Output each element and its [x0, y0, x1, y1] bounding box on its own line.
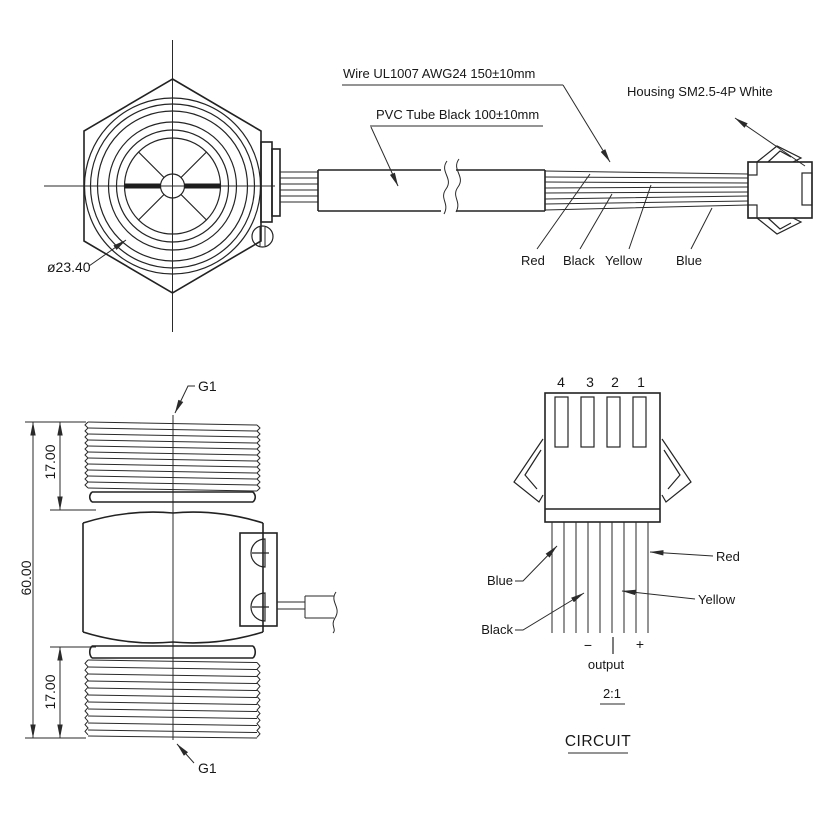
cable-gland-block	[251, 141, 318, 248]
bottom-thread-length-label: 17.00	[42, 674, 58, 709]
screw-bottom	[250, 592, 269, 622]
wire-color-callouts: Red Black Yellow Blue	[521, 173, 713, 268]
yellow-leader	[621, 589, 696, 600]
screw-head	[251, 225, 274, 248]
impeller-spokes	[124, 138, 221, 234]
g1-bottom-leader	[176, 743, 195, 764]
red-leader	[649, 550, 714, 557]
connector-front	[513, 392, 692, 523]
cable-assembly: Wire UL1007 AWG24 150±10mm PVC Tube Blac…	[317, 66, 813, 268]
wire-spec-label: Wire UL1007 AWG24 150±10mm	[343, 66, 535, 81]
yellow-label: Yellow	[698, 592, 736, 607]
pin-4: 4	[557, 374, 565, 390]
g1-bottom-label: G1	[198, 760, 217, 776]
blue-leader	[515, 545, 558, 582]
scale-label: 2:1	[603, 686, 621, 701]
view-title: CIRCUIT	[565, 733, 631, 750]
wire-color-yellow: Yellow	[605, 253, 643, 268]
blue-label: Blue	[487, 573, 513, 588]
diameter-label: ø23.40	[47, 259, 91, 275]
extension-lines	[25, 421, 96, 739]
polarity-marks: − +	[584, 636, 644, 654]
front-view: ø23.40	[44, 40, 318, 332]
ribbon-wires	[551, 522, 649, 633]
bottom-neck-band	[88, 645, 257, 659]
plus-mark: +	[636, 636, 644, 652]
latch-wing-left	[513, 438, 544, 503]
loose-wires	[544, 170, 749, 211]
hex-nut-body	[82, 511, 264, 644]
red-label: Red	[716, 549, 740, 564]
screw-slot	[259, 227, 266, 246]
bottom-thread	[84, 659, 261, 739]
output-label: output	[588, 657, 625, 672]
top-thread-length-label: 17.00	[42, 444, 58, 479]
top-thread	[84, 421, 261, 492]
housing-leader	[734, 117, 806, 167]
housing-label: Housing SM2.5-4P White	[627, 84, 773, 99]
wire-color-red: Red	[521, 253, 545, 268]
latch-wing-right	[661, 438, 692, 503]
wire-color-blue: Blue	[676, 253, 702, 268]
circuit-view: 4 3 2 1 Blue Black Red Yellow − + o	[481, 374, 740, 754]
tube-spec-label: PVC Tube Black 100±10mm	[376, 107, 539, 122]
g1-top-label: G1	[198, 378, 217, 394]
screw-top	[250, 538, 269, 568]
overall-length-label: 60.00	[18, 560, 34, 595]
side-view: 60.00 17.00 17.00 G1 G1	[18, 378, 338, 776]
pvc-tube	[317, 158, 546, 215]
sensor-wires	[280, 171, 318, 203]
wire-spec-leader	[562, 84, 611, 163]
pin-3: 3	[586, 374, 594, 390]
wire-color-black: Black	[563, 253, 595, 268]
break-line	[455, 158, 461, 213]
exit-cable-break	[332, 591, 338, 634]
diameter-leader	[88, 239, 127, 267]
connector-housing	[747, 145, 813, 235]
exit-cable	[277, 595, 334, 619]
black-leader	[515, 592, 585, 631]
sensor-pocket-box	[239, 532, 338, 634]
black-label: Black	[481, 622, 513, 637]
minus-mark: −	[584, 637, 592, 653]
dimensions: 60.00 17.00 17.00	[18, 421, 96, 739]
top-neck-band	[88, 491, 257, 503]
pin-1: 1	[637, 374, 645, 390]
hex-body-outline	[83, 78, 262, 294]
tube-spec-leader	[370, 126, 399, 187]
pin-2: 2	[611, 374, 619, 390]
latch-wing-bottom	[756, 217, 803, 235]
g1-top-leader	[174, 385, 195, 414]
break-line	[443, 160, 449, 215]
pin-numbers: 4 3 2 1	[557, 374, 645, 390]
